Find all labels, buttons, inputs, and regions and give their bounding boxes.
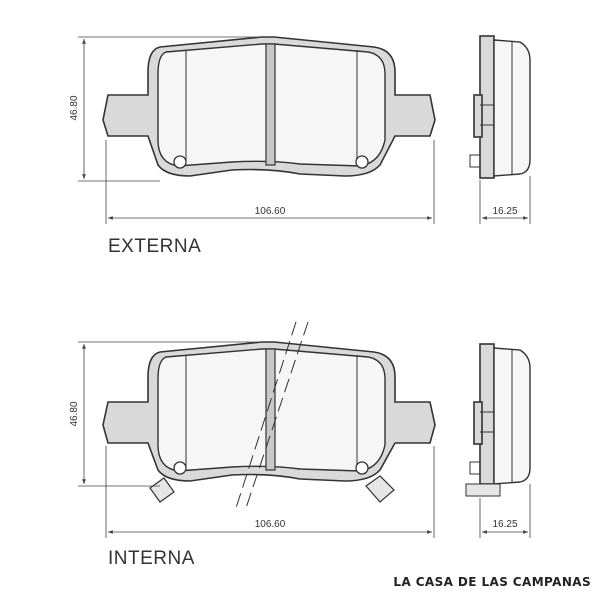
externa-height-value: 46.80 bbox=[69, 95, 80, 120]
interna-break-line-1 bbox=[235, 321, 297, 509]
interna-width-value: 106.60 bbox=[255, 519, 286, 530]
interna-break-line-2 bbox=[245, 321, 309, 509]
interna-thickness-dimension: 16.25 bbox=[479, 484, 531, 538]
interna-label: INTERNA bbox=[108, 548, 195, 569]
interna-hole-right bbox=[355, 461, 369, 475]
interna-width-dimension: 106.60 bbox=[105, 446, 435, 538]
interna-thickness-value: 16.25 bbox=[492, 519, 517, 530]
externa-thickness-dimension: 16.25 bbox=[479, 176, 531, 224]
interna-height-dimension: 46.80 bbox=[69, 341, 260, 487]
externa-width-dimension: 106.60 bbox=[105, 140, 435, 224]
interna-clip-left bbox=[149, 477, 175, 503]
interna-height-value: 46.80 bbox=[69, 401, 80, 426]
interna-clip-right bbox=[365, 475, 395, 503]
interna-side-view bbox=[465, 343, 531, 497]
externa-side-view bbox=[469, 35, 531, 179]
externa-center-slot bbox=[265, 43, 276, 166]
interna-center-slot bbox=[265, 348, 276, 471]
externa-height-dimension: 46.80 bbox=[69, 36, 260, 182]
interna-view: 46.80 106.60 16.25 INTERNA bbox=[69, 321, 531, 569]
externa-view: 46.80 106.60 16.25 EXTERNA bbox=[69, 35, 531, 257]
externa-width-value: 106.60 bbox=[255, 206, 286, 217]
brand-watermark: LA CASA DE LAS CAMPANAS bbox=[393, 575, 591, 589]
externa-hole-right bbox=[355, 155, 369, 169]
interna-hole-left bbox=[173, 461, 187, 475]
externa-thickness-value: 16.25 bbox=[492, 206, 517, 217]
externa-hole-left bbox=[173, 155, 187, 169]
externa-label: EXTERNA bbox=[108, 236, 201, 257]
